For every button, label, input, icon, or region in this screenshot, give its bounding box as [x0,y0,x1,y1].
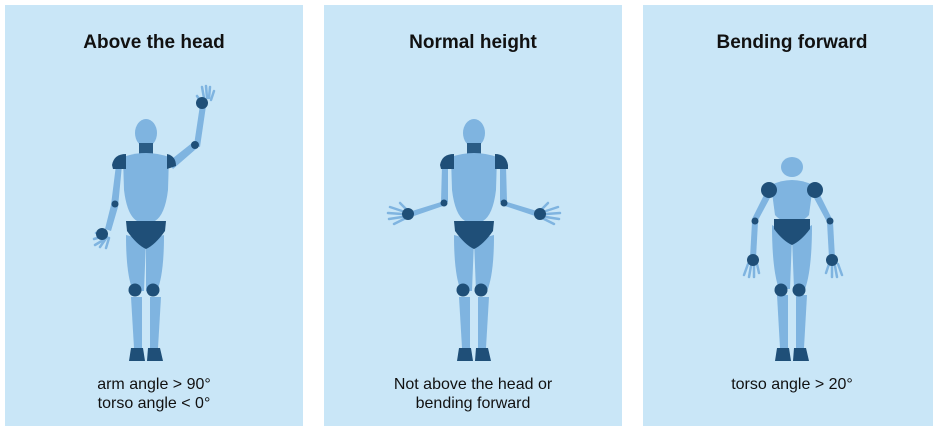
panel-normal-height: Normal height [324,5,622,426]
panel-bending-forward: Bending forward [643,5,933,426]
caption-line: torso angle < 0° [5,394,303,413]
caption-line: Not above the head or [324,375,622,394]
panel-title: Above the head [5,32,303,54]
mannequin-arms-out-icon [324,65,622,370]
caption-line: torso angle > 20° [643,375,933,394]
panel-title: Bending forward [643,32,933,54]
mannequin-arm-raised-icon [5,65,303,370]
caption-line: arm angle > 90° [5,375,303,394]
panel-caption: arm angle > 90° torso angle < 0° [5,375,303,413]
mannequin-bending-forward-icon [643,65,933,370]
caption-line: bending forward [324,394,622,413]
panel-caption: Not above the head or bending forward [324,375,622,413]
panel-above-the-head: Above the head [5,5,303,426]
panel-caption: torso angle > 20° [643,375,933,394]
panel-title: Normal height [324,32,622,54]
